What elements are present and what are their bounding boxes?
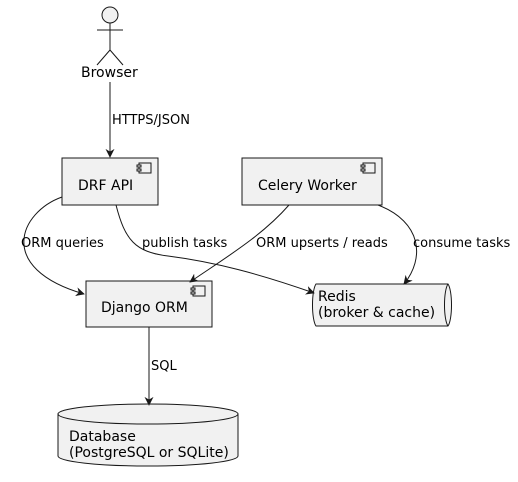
drf-api-node bbox=[61, 157, 159, 206]
edge-label-https-json: HTTPS/JSON bbox=[112, 113, 190, 128]
edge-api-to-orm bbox=[23, 196, 85, 297]
django-orm-node bbox=[85, 280, 213, 328]
redis-label-line1: Redis bbox=[318, 289, 356, 305]
edge-label-publish-tasks: publish tasks bbox=[142, 236, 228, 251]
browser-actor-icon bbox=[96, 6, 124, 66]
component-icon bbox=[190, 285, 206, 297]
database-node bbox=[57, 403, 239, 467]
component-icon bbox=[136, 162, 152, 174]
drf-api-label: DRF API bbox=[78, 178, 134, 194]
edge-api-to-redis bbox=[115, 204, 315, 295]
edge-label-consume-tasks: consume tasks bbox=[413, 236, 511, 251]
celery-worker-label: Celery Worker bbox=[258, 178, 357, 194]
edge-label-orm-queries: ORM queries bbox=[21, 236, 104, 251]
edge-label-orm-upserts: ORM upserts / reads bbox=[256, 236, 388, 251]
celery-worker-node bbox=[241, 157, 383, 206]
redis-label-line2: (broker & cache) bbox=[318, 305, 436, 321]
browser-label: Browser bbox=[81, 65, 138, 81]
edge-worker-to-orm bbox=[189, 204, 290, 283]
edge-label-sql: SQL bbox=[151, 359, 177, 374]
django-orm-label: Django ORM bbox=[101, 300, 188, 316]
database-label-line2: (PostgreSQL or SQLite) bbox=[69, 445, 229, 461]
component-icon bbox=[360, 162, 376, 174]
database-label-line1: Database bbox=[69, 429, 136, 445]
edge-worker-to-redis bbox=[377, 204, 418, 285]
redis-queue-node bbox=[312, 283, 452, 327]
